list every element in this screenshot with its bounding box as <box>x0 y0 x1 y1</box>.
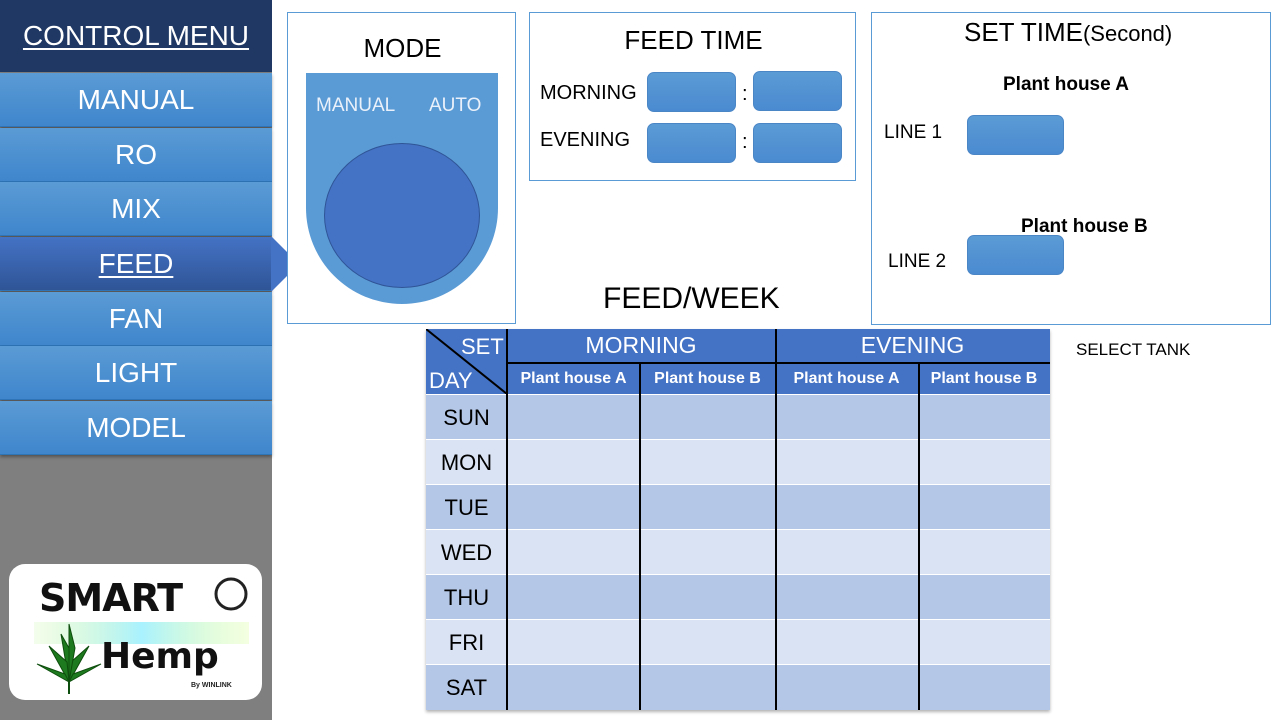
col-header-evening-a: Plant house A <box>775 362 918 394</box>
menu-item-light[interactable]: LIGHT <box>0 346 272 400</box>
grid-line <box>918 362 920 710</box>
feed-cell-sun-evening-b[interactable] <box>918 395 1050 440</box>
mode-manual-label: MANUAL <box>316 95 396 116</box>
table-row: FRI <box>426 619 1050 664</box>
set-time-panel: SET TIME(Second) Plant house A LINE 1 Pl… <box>871 12 1271 325</box>
day-cell: MON <box>440 449 493 475</box>
menu-item-mix[interactable]: MIX <box>0 182 272 236</box>
corner-set-label: SET <box>461 334 504 359</box>
evening-label: EVENING <box>540 129 631 151</box>
smart-hemp-logo: SMART Hemp By WINLINK <box>9 564 262 700</box>
feed-time-panel: FEED TIME MORNING : EVENING : <box>529 12 856 181</box>
mode-panel: MODE MANUAL AUTO <box>287 12 516 324</box>
menu-item-fan[interactable]: FAN <box>0 292 272 346</box>
col-header-morning-b: Plant house B <box>640 362 775 394</box>
plant-house-a-label: Plant house A <box>1003 74 1129 95</box>
table-row: SAT <box>426 664 1050 710</box>
mode-switch-knob[interactable] <box>324 143 480 288</box>
morning-minute-input[interactable] <box>753 71 842 111</box>
table-row: MON <box>426 439 1050 484</box>
line-2-label: LINE 2 <box>888 251 947 272</box>
feed-week-title: FEED/WEEK <box>603 282 780 315</box>
sidebar: CONTROL MENU MANUAL RO MIX FEED FAN LIGH… <box>0 0 272 720</box>
set-time-title: SET TIME(Second) <box>964 17 1172 48</box>
grid-line <box>639 362 641 710</box>
menu-item-manual[interactable]: MANUAL <box>0 73 272 127</box>
feed-cell-tue-morning-b[interactable] <box>640 485 775 530</box>
feed-cell-fri-morning-b[interactable] <box>640 620 775 665</box>
col-header-morning-a: Plant house A <box>507 362 640 394</box>
grid-line <box>506 329 508 710</box>
line-1-label: LINE 1 <box>884 122 943 143</box>
feed-cell-sat-morning-b[interactable] <box>640 665 775 710</box>
table-row: WED <box>426 529 1050 574</box>
evening-separator: : <box>742 131 748 153</box>
feed-cell-sat-morning-a[interactable] <box>507 665 640 710</box>
feed-cell-wed-evening-a[interactable] <box>775 530 918 575</box>
menu-item-feed[interactable]: FEED <box>0 237 272 291</box>
mode-auto-label: AUTO <box>429 95 482 116</box>
feed-week-table: SET DAY MORNING EVENING Plant house A Pl… <box>426 329 1050 710</box>
day-cell: FRI <box>448 629 485 655</box>
logo-text-hemp: Hemp <box>101 636 219 677</box>
feed-cell-sun-morning-b[interactable] <box>640 395 775 440</box>
feed-cell-mon-evening-b[interactable] <box>918 440 1050 485</box>
evening-minute-input[interactable] <box>753 123 842 163</box>
feed-cell-sat-evening-b[interactable] <box>918 665 1050 710</box>
corner-diagonal <box>426 329 507 394</box>
feed-cell-tue-evening-b[interactable] <box>918 485 1050 530</box>
feed-cell-mon-evening-a[interactable] <box>775 440 918 485</box>
evening-group-header: EVENING <box>775 329 1050 362</box>
feed-cell-wed-morning-a[interactable] <box>507 530 640 575</box>
morning-group-header: MORNING <box>507 329 775 362</box>
feed-cell-fri-evening-a[interactable] <box>775 620 918 665</box>
feed-cell-fri-morning-a[interactable] <box>507 620 640 665</box>
morning-hour-input[interactable] <box>647 72 736 112</box>
feed-cell-sat-evening-a[interactable] <box>775 665 918 710</box>
day-cell: THU <box>443 584 490 610</box>
mode-title: MODE <box>363 33 442 63</box>
feed-cell-thu-evening-b[interactable] <box>918 575 1050 620</box>
corner-day-label: DAY <box>429 368 473 393</box>
col-header-evening-b: Plant house B <box>918 362 1050 394</box>
morning-label: MORNING <box>540 82 637 104</box>
day-cell: SUN <box>443 404 490 430</box>
day-cell: SAT <box>445 674 488 700</box>
menu-item-model[interactable]: MODEL <box>0 401 272 455</box>
feed-cell-wed-evening-b[interactable] <box>918 530 1050 575</box>
morning-separator: : <box>742 83 748 105</box>
hemp-leaf-icon <box>34 577 249 694</box>
feed-cell-thu-morning-a[interactable] <box>507 575 640 620</box>
plant-house-b-label: Plant house B <box>1021 216 1148 237</box>
feed-time-title: FEED TIME <box>624 25 763 55</box>
feed-cell-mon-morning-a[interactable] <box>507 440 640 485</box>
table-row: THU <box>426 574 1050 619</box>
day-cell: TUE <box>444 494 489 520</box>
feed-cell-sun-evening-a[interactable] <box>775 395 918 440</box>
feed-cell-tue-morning-a[interactable] <box>507 485 640 530</box>
line-2-input[interactable] <box>967 235 1064 275</box>
table-row: SUN <box>426 394 1050 439</box>
grid-line <box>775 329 777 710</box>
set-time-title-text: SET TIME <box>964 17 1083 47</box>
logo-text-by: By WINLINK <box>191 682 232 689</box>
feed-cell-wed-morning-b[interactable] <box>640 530 775 575</box>
table-row: TUE <box>426 484 1050 529</box>
set-time-unit: (Second) <box>1082 21 1173 46</box>
feed-cell-tue-evening-a[interactable] <box>775 485 918 530</box>
feed-cell-fri-evening-b[interactable] <box>918 620 1050 665</box>
logo-text-smart: SMART <box>39 576 183 620</box>
control-menu-title: CONTROL MENU <box>0 0 272 72</box>
feed-cell-thu-evening-a[interactable] <box>775 575 918 620</box>
menu-item-ro[interactable]: RO <box>0 128 272 182</box>
feed-cell-thu-morning-b[interactable] <box>640 575 775 620</box>
feed-cell-mon-morning-b[interactable] <box>640 440 775 485</box>
line-1-input[interactable] <box>967 115 1064 155</box>
evening-hour-input[interactable] <box>647 123 736 163</box>
feed-cell-sun-morning-a[interactable] <box>507 395 640 440</box>
day-cell: WED <box>440 539 493 565</box>
mode-selector: MANUAL AUTO <box>306 73 498 304</box>
select-tank-label: SELECT TANK <box>1076 340 1191 359</box>
